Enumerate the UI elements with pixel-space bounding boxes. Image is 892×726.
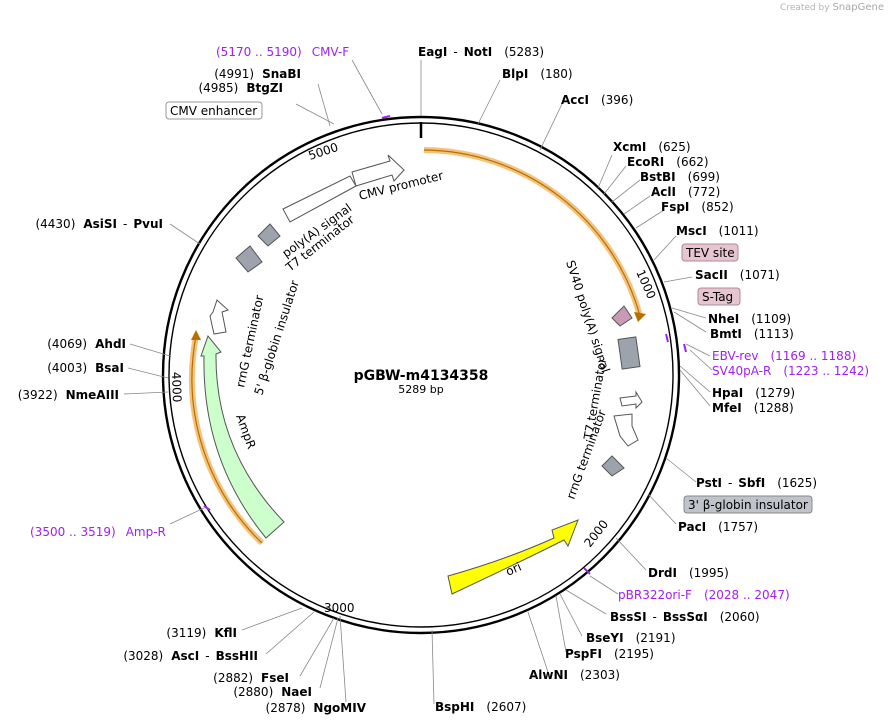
site-nhei[interactable]: NheI(1109) (708, 312, 791, 326)
primer-ebv-rev[interactable]: EBV-rev(1169 .. 1188) (712, 349, 856, 363)
site-acli[interactable]: AclI(772) (651, 185, 720, 199)
leader-lines (123, 59, 713, 705)
watermark-prefix: Created by (780, 3, 830, 13)
site-ngomiv[interactable]: (2878)NgoMIV (266, 701, 367, 715)
orf-line-left (191, 335, 263, 544)
primer-mark-sv40pa-r (683, 343, 687, 353)
rrng-terminator-right[interactable] (613, 413, 639, 447)
boxed-feature-cmv-enhancer[interactable]: CMV enhancer (165, 101, 263, 120)
cmv-enhancer-arrow[interactable] (282, 175, 357, 223)
site-pspfi[interactable]: PspFI(2195) (565, 647, 654, 661)
site-blpi[interactable]: BlpI(180) (502, 67, 573, 81)
orf-arrow-top (634, 312, 646, 322)
site-sacii[interactable]: SacII(1071) (695, 268, 780, 282)
site-mfei[interactable]: MfeI(1288) (712, 401, 794, 415)
tick-label-5000: 5000 (307, 140, 340, 163)
site-ecori[interactable]: EcoRI(662) (627, 155, 709, 169)
site-msci[interactable]: MscI(1011) (676, 224, 759, 238)
plasmid-length: 5289 bp (398, 383, 443, 396)
beta-globin-3-feature[interactable] (601, 455, 625, 477)
boxed-feature-tev-site[interactable]: TEV site (681, 243, 739, 262)
ampr-arrow[interactable] (200, 334, 285, 539)
boxed-feature-3-globin-label: 3' β-globin insulator (688, 498, 808, 512)
primer-mark-ebv-rev (665, 333, 669, 343)
site-acci[interactable]: AccI(396) (561, 93, 633, 107)
tick-label-3000: 3000 (324, 601, 355, 615)
primer-amp-r[interactable]: (3500 .. 3519)Amp-R (30, 525, 166, 539)
plasmid-name: pGBW-m4134358 (354, 368, 489, 384)
primer-cmv-f[interactable]: (5170 .. 5190)CMV-F (216, 45, 349, 59)
boxed-feature-tev-site-label: TEV site (685, 246, 735, 260)
site-eagi-noti[interactable]: EagI-NotI(5283) (418, 45, 544, 59)
poly-a-left[interactable] (235, 245, 263, 273)
site-bsphi[interactable]: BspHI(2607) (435, 700, 526, 714)
site-btgzi[interactable]: (4985)BtgZI (198, 81, 283, 95)
site-alwni[interactable]: AlwNI(2303) (529, 668, 620, 682)
ori-arrow[interactable] (447, 519, 579, 595)
feature-label-sv40-polya: SV40 poly(A) signal (563, 259, 613, 375)
cmv-promoter-arrow[interactable] (351, 154, 405, 187)
watermark-brand: SnapGene (832, 2, 884, 13)
boxed-feature-3-globin[interactable]: 3' β-globin insulator (683, 495, 813, 514)
site-snabi[interactable]: (4991)SnaBI (214, 67, 301, 81)
site-naei[interactable]: (2880)NaeI (233, 685, 312, 699)
site-paci[interactable]: PacI(1757) (678, 520, 758, 534)
primer-mark-cmv-f (381, 115, 391, 119)
site-kfli[interactable]: (3119)KflI (166, 626, 237, 640)
snapgene-watermark: Created by SnapGene (780, 2, 884, 13)
site-bsai[interactable]: (4003)BsaI (47, 361, 124, 375)
primer-mark-amp-r (203, 505, 211, 511)
feature-label-ori: ori (504, 560, 524, 579)
tick-label-1000: 1000 (633, 268, 658, 302)
site-drdi[interactable]: DrdI(1995) (648, 566, 729, 580)
site-hpai[interactable]: HpaI(1279) (712, 386, 795, 400)
primer-pbr322ori-f[interactable]: pBR322ori-F(2028 .. 2047) (618, 588, 790, 602)
site-bstbi[interactable]: BstBI(699) (640, 170, 720, 184)
site-asisi-pvui[interactable]: (4430)AsiSI-PvuI (35, 217, 163, 231)
boxed-feature-cmv-enhancer-label: CMV enhancer (170, 104, 257, 118)
site-fspi[interactable]: FspI(852) (661, 200, 734, 214)
t7-terminator-left[interactable] (257, 223, 281, 247)
site-bseyi[interactable]: BseYI(2191) (586, 631, 676, 645)
primer-sv40pa-r[interactable]: SV40pA-R(1223 .. 1242) (712, 364, 869, 378)
orf-highlight-top (423, 147, 643, 317)
orf-arrow-left (191, 330, 201, 340)
backbone-outer (161, 115, 681, 635)
orf-line-top (423, 149, 641, 317)
tev-site-feature[interactable] (611, 305, 633, 327)
site-xcmi[interactable]: XcmI(625) (613, 140, 691, 154)
boxed-feature-s-tag-label: S-Tag (702, 290, 733, 304)
feature-label-ampr: AmpR (233, 412, 258, 450)
site-fsei[interactable]: (2882)FseI (213, 671, 289, 685)
tick-label-4000: 4000 (169, 372, 184, 403)
site-nmeaiii[interactable]: (3922)NmeAIII (18, 388, 119, 402)
boxed-feature-s-tag[interactable]: S-Tag (697, 287, 741, 306)
t7-terminator-right[interactable] (619, 390, 643, 410)
site-psti-sbfi[interactable]: PstI-SbfI(1625) (696, 476, 817, 490)
site-bmti[interactable]: BmtI(1113) (710, 327, 794, 341)
site-ahdi[interactable]: (4069)AhdI (47, 337, 126, 351)
beta-globin-5-arrow[interactable] (209, 299, 229, 335)
site-bsssi[interactable]: BssSI-BssSαI(2060) (610, 610, 760, 624)
site-asci-bsshii[interactable]: (3028)AscI-BssHII (123, 649, 258, 663)
sv40-polya-feature[interactable] (617, 336, 641, 370)
primer-mark-pbr322 (583, 567, 591, 575)
